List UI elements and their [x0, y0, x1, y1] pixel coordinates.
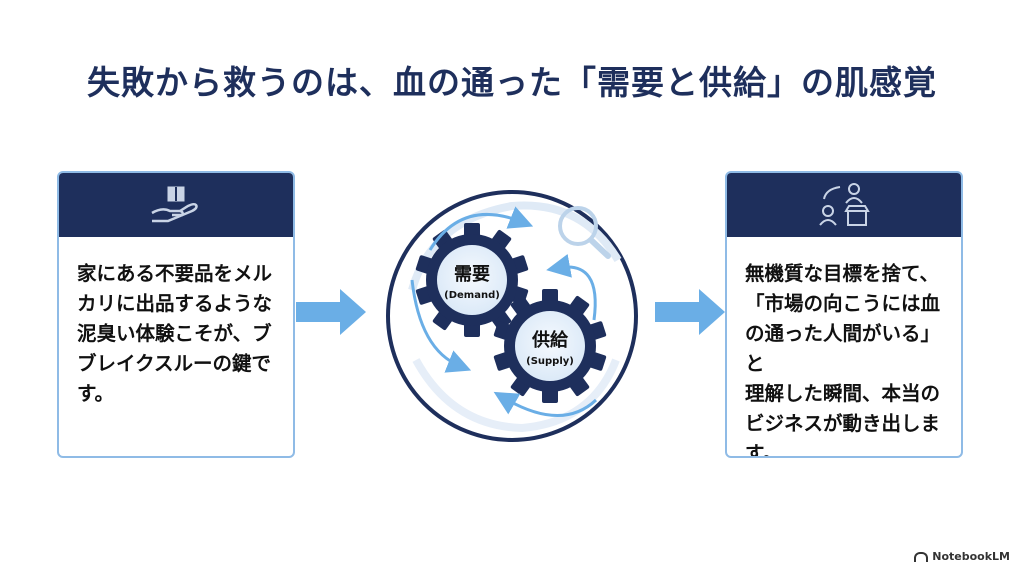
slide-title: 失敗から救うのは、血の通った「需要と供給」の肌感覚	[87, 63, 937, 102]
cycle-arrow-bottom	[493, 391, 598, 417]
left-card-text: 家にある不要品をメル カリに出品するような 泥臭い体験こそが、ブ ブレイクスルー…	[77, 262, 273, 405]
demand-gear	[415, 223, 529, 337]
supply-label: 供給	[531, 329, 569, 351]
right-card: 無機質な目標を捨て、 「市場の向こうには血 の通った人間がいる」と 理解した瞬間…	[725, 171, 963, 458]
right-card-header	[727, 173, 961, 237]
demand-label: 需要	[454, 264, 490, 285]
right-arrow-right	[655, 289, 725, 335]
magnifier-icon	[558, 206, 611, 259]
cycle-arrow-top	[428, 206, 534, 251]
demand-sub-label: (Demand)	[444, 290, 500, 301]
cycle-arrow-right	[546, 254, 597, 321]
left-card: 家にある不要品をメル カリに出品するような 泥臭い体験こそが、ブ ブレイクスルー…	[57, 171, 295, 458]
supply-sub-label: (Supply)	[526, 356, 574, 367]
hand-holding-box-icon	[151, 186, 198, 223]
cycle-arrow-left	[410, 279, 472, 373]
gear-cycle-diagram: 需要 (Demand) 供給 (Supply)	[386, 190, 638, 442]
notebooklm-logo-icon	[914, 551, 929, 562]
right-arrow-left	[296, 289, 366, 335]
supply-gear	[493, 289, 607, 403]
people-exchange-market-icon	[819, 183, 870, 226]
left-card-header	[59, 173, 293, 237]
notebooklm-watermark: NotebookLM	[914, 550, 1010, 563]
watermark-text: NotebookLM	[932, 550, 1010, 563]
right-card-text: 無機質な目標を捨て、 「市場の向こうには血 の通った人間がいる」と 理解した瞬間…	[745, 262, 941, 458]
